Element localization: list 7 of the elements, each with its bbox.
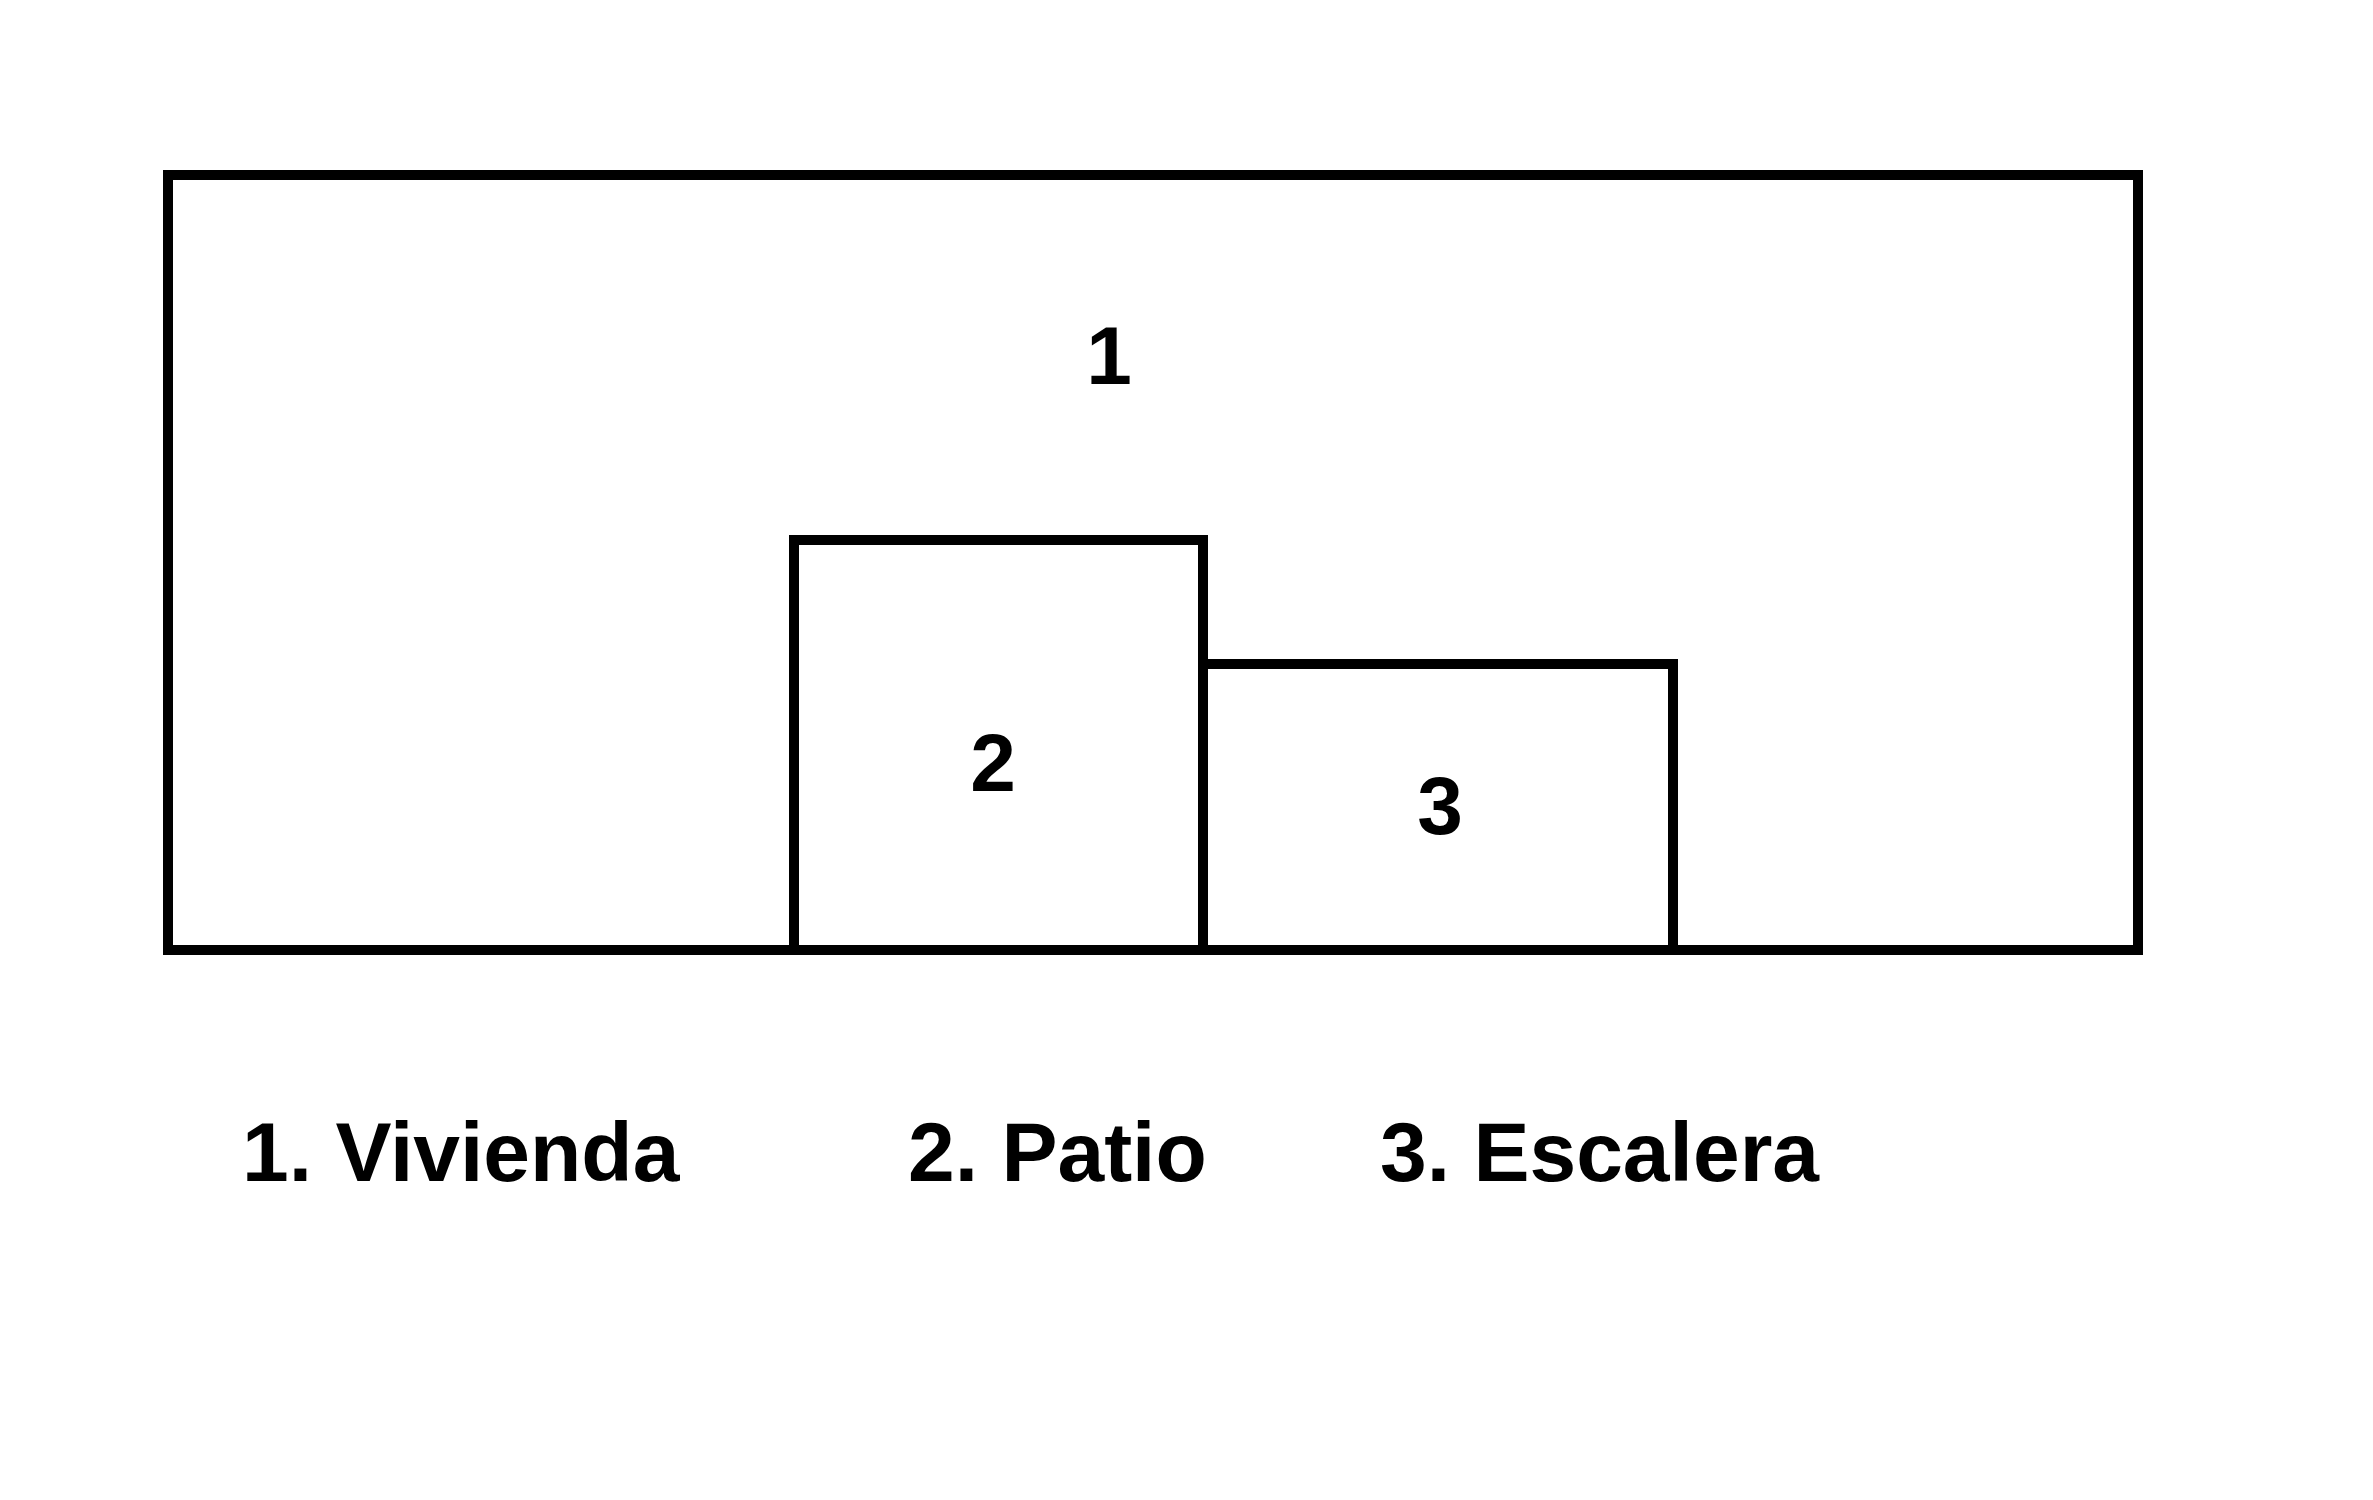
- room-number: 3: [1417, 765, 1463, 847]
- room-number: 2: [970, 722, 1016, 804]
- room-outline: [163, 170, 2143, 955]
- room-number: 1: [1086, 315, 1132, 397]
- legend-text: 1. Vivienda: [242, 1110, 680, 1194]
- legend-text: 3. Escalera: [1380, 1110, 1820, 1194]
- legend-text: 2. Patio: [908, 1110, 1207, 1194]
